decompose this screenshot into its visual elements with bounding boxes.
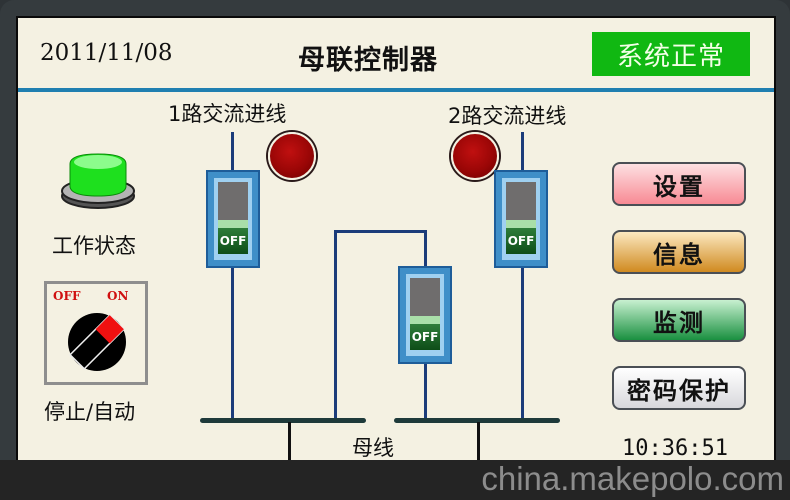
header-divider — [18, 88, 774, 92]
switch-on-label: ON — [107, 289, 129, 303]
bus-tie-wire-right-bottom — [424, 364, 427, 420]
clock-display: 10:36:51 — [622, 436, 728, 461]
incoming-2-wire-bottom — [521, 268, 524, 418]
settings-button[interactable]: 设置 — [612, 162, 746, 206]
bus-tie-breaker[interactable]: OFF — [398, 266, 452, 364]
mode-switch-label: 停止/自动 — [44, 400, 136, 424]
bus-bar-right — [394, 418, 560, 423]
switch-off-label: OFF — [53, 289, 81, 303]
breaker-state-text: OFF — [218, 228, 248, 254]
incoming-line-1-label: 1路交流进线 — [168, 102, 287, 126]
bus-right-feeder — [477, 422, 480, 462]
incoming-2-wire-top — [521, 132, 524, 172]
incoming-1-indicator-lamp — [268, 132, 316, 180]
hmi-screen: 2011/11/08 母联控制器 系统正常 工作状态 OFF ON 停止/自动 … — [16, 16, 776, 464]
bus-tie-wire-top — [334, 230, 426, 233]
bus-tie-wire-right-top — [424, 230, 427, 268]
date-display: 2011/11/08 — [40, 40, 173, 66]
mode-rotary-switch[interactable]: OFF ON — [44, 281, 148, 385]
rotary-knob-icon — [68, 313, 126, 371]
bus-label: 母线 — [352, 436, 394, 460]
incoming-1-wire-bottom — [231, 268, 234, 418]
incoming-line-2-label: 2路交流进线 — [448, 104, 567, 128]
work-state-label: 工作状态 — [52, 234, 136, 258]
bus-bar-left — [200, 418, 366, 423]
page-title: 母联控制器 — [298, 45, 438, 76]
breaker-state-text: OFF — [506, 228, 536, 254]
info-button[interactable]: 信息 — [612, 230, 746, 274]
bus-tie-wire-left — [334, 230, 337, 420]
incoming-1-wire-top — [231, 132, 234, 172]
monitor-button[interactable]: 监测 — [612, 298, 746, 342]
incoming-2-indicator-lamp — [451, 132, 499, 180]
incoming-2-breaker[interactable]: OFF — [494, 170, 548, 268]
breaker-state-text: OFF — [410, 324, 440, 350]
incoming-1-breaker[interactable]: OFF — [206, 170, 260, 268]
watermark-bar: china.makepolo.com — [0, 460, 790, 500]
bus-left-feeder — [288, 422, 291, 462]
work-state-lamp-icon — [61, 153, 135, 209]
watermark-text: china.makepolo.com — [481, 460, 784, 497]
system-status-badge: 系统正常 — [592, 32, 750, 76]
password-protect-button[interactable]: 密码保护 — [612, 366, 746, 410]
